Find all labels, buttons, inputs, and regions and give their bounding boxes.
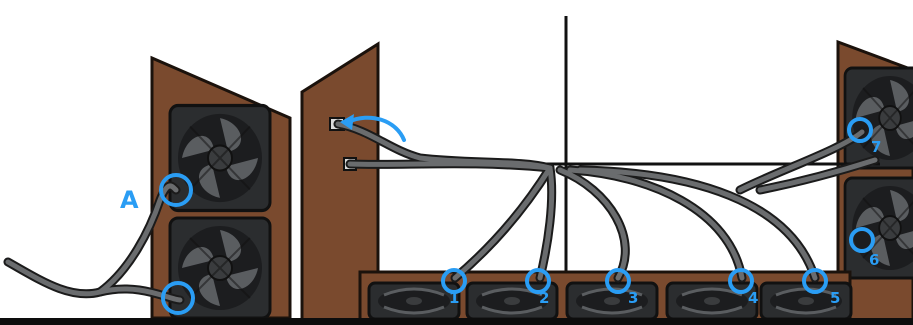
label-1: 1 (449, 289, 459, 307)
label-a: A (120, 186, 139, 214)
label-2: 2 (539, 289, 549, 307)
fan-icon (667, 283, 757, 319)
label-7: 7 (871, 138, 881, 156)
label-4: 4 (748, 289, 758, 307)
label-3: 3 (628, 289, 638, 307)
fan-icon (170, 106, 270, 211)
label-5: 5 (830, 289, 840, 307)
label-6: 6 (869, 251, 879, 269)
fan-icon (170, 218, 270, 318)
ground-line (0, 318, 913, 325)
